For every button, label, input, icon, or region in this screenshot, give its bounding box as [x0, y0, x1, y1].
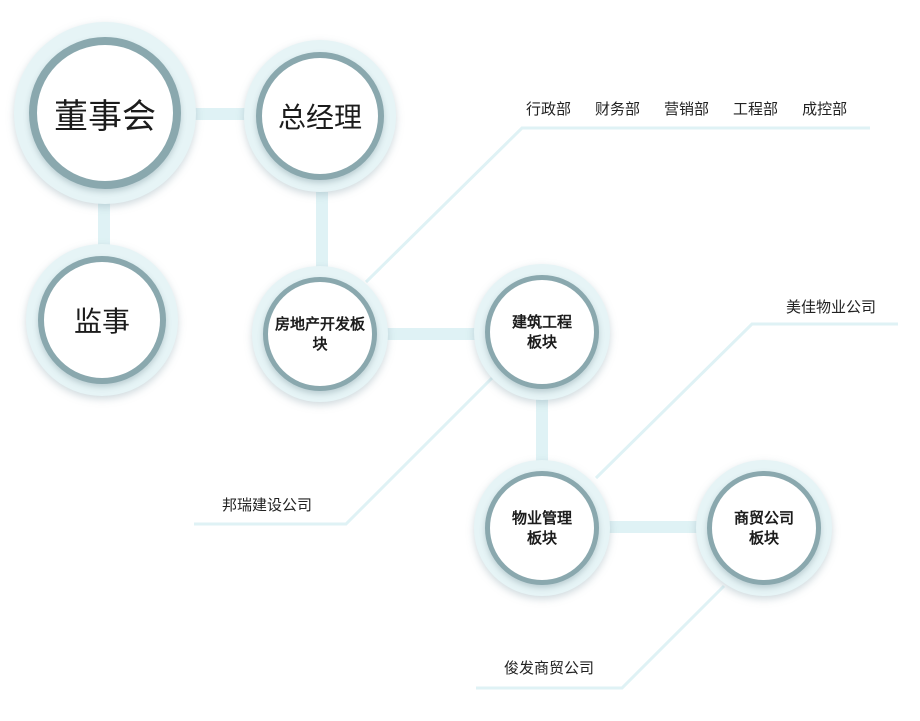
supervisor-label: 监事: [73, 305, 130, 338]
board-label: 董事会: [54, 96, 156, 137]
real-estate-label: 房地产开发板块: [275, 315, 366, 353]
general-manager-node: 总经理: [244, 40, 396, 192]
general-manager-label: 总经理: [277, 101, 362, 134]
board-node: 董事会: [14, 22, 196, 204]
construction-company-label: 邦瑞建设公司: [222, 496, 313, 514]
trade-company-label: 俊发商贸公司: [504, 659, 595, 677]
department-list: 行政部 财务部 营销部 工程部 成控部: [526, 98, 847, 119]
property-company-label: 美佳物业公司: [786, 298, 877, 316]
callout-departments: [364, 126, 870, 284]
trade-node: 商贸公司板块: [696, 460, 832, 596]
department-item: 营销部: [664, 100, 710, 118]
callout-trade-co: [476, 584, 726, 690]
construction-label: 建筑工程板块: [511, 313, 572, 351]
trade-label: 商贸公司板块: [733, 509, 794, 547]
department-item: 工程部: [733, 100, 779, 118]
construction-node: 建筑工程板块: [474, 264, 610, 400]
department-item: 财务部: [595, 100, 641, 118]
supervisor-node: 监事: [26, 244, 178, 396]
real-estate-node: 房地产开发板块: [252, 266, 388, 402]
property-management-label: 物业管理板块: [511, 509, 572, 547]
callout-property-co: [594, 322, 898, 480]
department-item: 成控部: [802, 100, 848, 118]
callout-construction-co: [194, 376, 494, 526]
property-management-node: 物业管理板块: [474, 460, 610, 596]
department-item: 行政部: [526, 100, 572, 118]
